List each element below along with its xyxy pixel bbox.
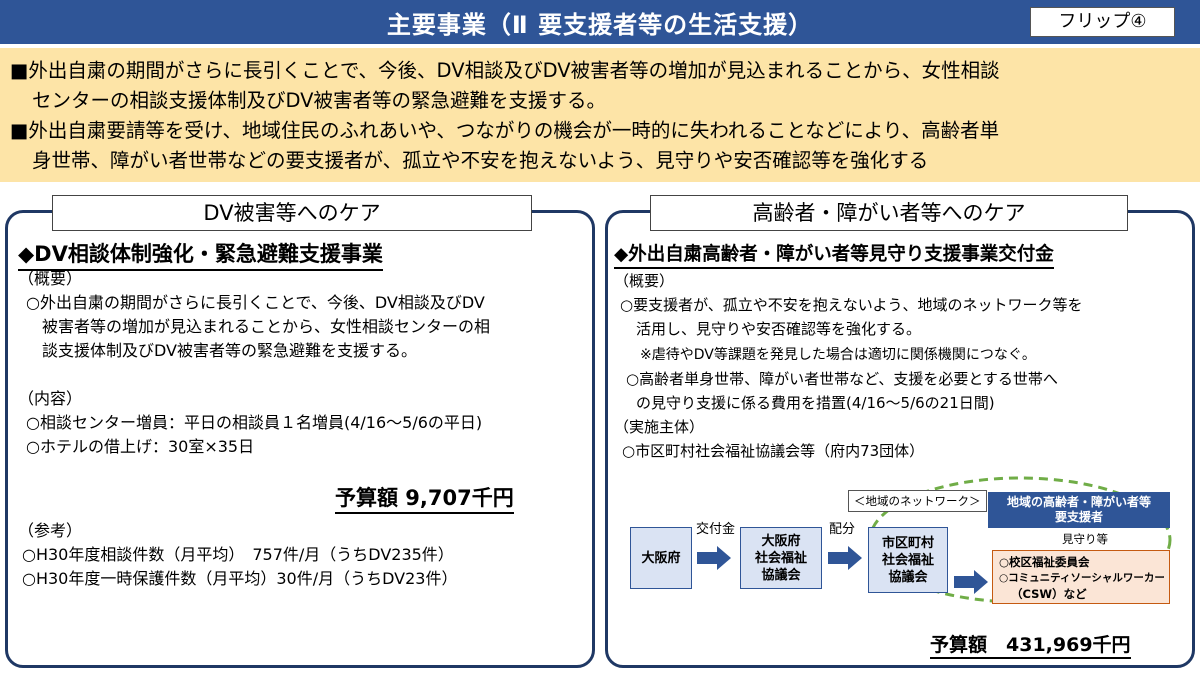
distribution-label: 配分 [829,522,856,537]
elderly-implementer-label: （実施主体） [614,418,705,436]
elderly-overview-note: ※虐待やDV等課題を発見した場合は適切に関係機関につなぐ。 [640,347,1036,363]
watch-label: 見守り等 [1062,532,1108,546]
node-osaka-prefecture: 大阪府 [630,527,692,589]
dv-section-title: ◆DV相談体制強化・緊急避難支援事業 [18,238,383,271]
page-title: 主要事業（Ⅱ 要支援者等の生活支援） [386,11,814,39]
node-label: 大阪府 [761,533,801,549]
summary-line: ■外出自粛の期間がさらに長引くことで、今後、DV相談及びDV被害者等の増加が見込… [10,59,1000,82]
csw-line: ○校区福祉委員会 [999,555,1090,569]
csw-line: ○コミュニティソーシャルワーカー [999,572,1165,584]
target-support-recipients: 地域の高齢者・障がい者等 要支援者 [988,492,1170,528]
node-label: 社会福祉 [754,550,807,566]
summary-line: ■外出自粛要請等を受け、地域住民のふれあいや、つながりの機会が一時的に失われるこ… [10,119,1000,142]
elderly-care-heading: 高齢者・障がい者等へのケア [650,195,1128,231]
dv-content-label: （内容） [18,389,83,408]
dv-reference-line: ○H30年度相談件数（月平均） 757件/月（うちDV235件） [22,545,454,564]
network-label: ＜地域のネットワーク＞ [848,490,987,512]
dv-content-line: ○相談センター増員：平日の相談員１名増員(4/16～5/6の平日) [26,413,483,432]
node-label: 協議会 [761,567,801,583]
summary-item: ■外出自粛の期間がさらに長引くことで、今後、DV相談及びDV被害者等の増加が見込… [10,56,1186,116]
node-label: 市区町村 [881,535,934,551]
node-label: 協議会 [888,569,928,585]
dv-budget: 予算額 9,707千円 [335,482,514,514]
flip-badge: フリップ④ [1030,7,1175,37]
node-city-welfare-council: 市区町村 社会福祉 協議会 [868,527,948,593]
dv-content-line: ○ホテルの借上げ：30室×35日 [26,437,255,456]
elderly-budget: 予算額 431,969千円 [930,630,1131,659]
target-label: 要支援者 [1054,510,1103,524]
dv-overview-line: ○外出自粛の期間がさらに長引くことで、今後、DV相談及びDV [26,293,485,312]
node-pref-welfare-council: 大阪府 社会福祉 協議会 [740,527,822,589]
csw-line: （CSW）など [1011,587,1087,601]
dv-overview-line: 談支援体制及びDV被害者等の緊急避難を支援する。 [42,341,417,360]
dv-overview-label: （概要） [18,269,83,288]
dv-care-heading: DV被害等へのケア [52,195,532,231]
dv-overview-line: 被害者等の増加が見込まれることから、女性相談センターの相 [42,317,491,336]
csw-box: ○校区福祉委員会 ○コミュニティソーシャルワーカー （CSW）など [992,550,1170,604]
node-label: 社会福祉 [881,552,934,568]
dv-reference-label: （参考） [18,521,83,540]
arrow-right-icon [697,546,731,570]
summary-item: ■外出自粛要請等を受け、地域住民のふれあいや、つながりの機会が一時的に失われるこ… [10,116,1186,176]
elderly-overview-line: 活用し、見守りや安否確認等を強化する。 [636,320,922,338]
elderly-implementer-line: ○市区町村社会福祉協議会等（府内73団体） [622,442,925,460]
node-label: 大阪府 [641,550,681,566]
elderly-overview-line: ○要支援者が、孤立や不安を抱えないよう、地域のネットワーク等を [620,296,1083,314]
grant-label: 交付金 [696,522,736,537]
dv-reference-line: ○H30年度一時保護件数（月平均）30件/月（うちDV23件） [22,569,458,588]
elderly-overview-line: の見守り支援に係る費用を措置(4/16～5/6の21日間) [636,394,995,412]
title-bar [0,0,1200,44]
target-label: 地域の高齢者・障がい者等 [1006,495,1151,509]
arrow-right-icon [954,570,988,594]
dv-care-panel [5,210,595,668]
elderly-section-title: ◆外出自粛高齢者・障がい者等見守り支援事業交付金 [614,240,1054,269]
elderly-overview-label: （概要） [614,272,675,290]
summary-line: 身世帯、障がい者世帯などの要支援者が、孤立や不安を抱えないよう、見守りや安否確認… [32,149,929,172]
arrow-right-icon [828,546,862,570]
elderly-overview-line: ○高齢者単身世帯、障がい者世帯など、支援を必要とする世帯へ [626,370,1058,388]
summary-box: ■外出自粛の期間がさらに長引くことで、今後、DV相談及びDV被害者等の増加が見込… [0,48,1200,182]
summary-line: センターの相談支援体制及びDV被害者等の緊急避難を支援する。 [32,89,607,112]
